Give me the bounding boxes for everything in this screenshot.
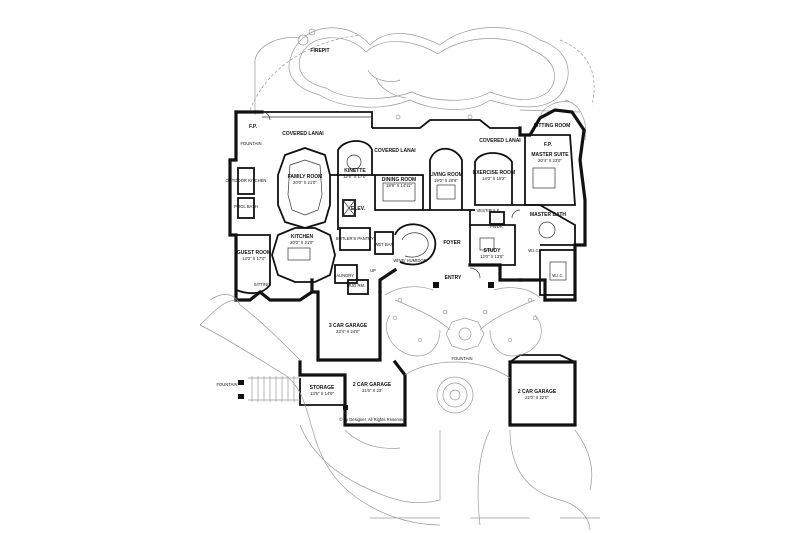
label-butlers-pantry: BUTLER'S PANTRY xyxy=(336,236,374,241)
label-outdoor-kitchen: OUTDOOR KITCHEN xyxy=(226,178,267,183)
label-pwdr: PWDR. xyxy=(490,224,504,229)
dims-guest-room: 13'0" X 17'0" xyxy=(242,256,266,261)
label-fp-right: F.P. xyxy=(544,142,553,148)
label-family-room: FAMILY ROOM xyxy=(288,174,323,180)
label-guest-room: GUEST ROOM xyxy=(237,250,271,256)
label-wic-master: W.I.C. xyxy=(528,248,539,253)
label-master-suite: MASTER SUITE xyxy=(531,152,569,158)
dims-family-room: 20'0" X 21'0" xyxy=(293,180,317,185)
label-fountain-court: FOUNTAIN xyxy=(451,356,472,361)
label-kinette: KINETTE xyxy=(344,168,366,174)
dims-master-suite: 20'4" X 23'0" xyxy=(538,158,562,163)
dims-dining-room: 18'8" X 14'11" xyxy=(386,183,412,188)
label-2-car-garage-left: 2 CAR GARAGE xyxy=(353,382,392,388)
label-mud-rm: MUD RM. xyxy=(347,283,365,288)
dims-living-room: 19'0" X 20'6" xyxy=(434,178,458,183)
label-kitchen: KITCHEN xyxy=(291,234,314,240)
label-covered-lanai-center: COVERED LANAI xyxy=(374,148,416,154)
label-firepit: FIREPIT xyxy=(310,48,329,54)
label-fp-left: F.P. xyxy=(249,124,258,130)
driveway xyxy=(199,294,600,531)
dims-study: 12'0" X 13'6" xyxy=(480,254,504,259)
label-vestibule: VESTIBULE xyxy=(476,208,499,213)
dims-kinette: 12'6" X 17'0" xyxy=(343,174,367,179)
label-fountain-lanai: FOUNTAIN xyxy=(240,141,261,146)
label-wine-humidor: WINE/ HUMIDOR xyxy=(393,258,426,263)
label-sitting-room-top: SITTING ROOM xyxy=(534,123,571,129)
label-master-bath: MASTER BATH xyxy=(530,212,566,218)
label-study: STUDY xyxy=(484,248,502,254)
dims-kitchen: 20'0" X 21'0" xyxy=(290,240,314,245)
label-3-car-garage: 3 CAR GARAGE xyxy=(329,323,368,329)
label-laundry: LAUNDRY xyxy=(334,273,354,278)
label-covered-lanai-right: COVERED LANAI xyxy=(479,138,521,144)
dims-exercise-room: 14'0" X 16'2" xyxy=(482,176,506,181)
dims-3-car-garage: 23'4" X 24'0" xyxy=(336,329,360,334)
label-wet-bar: WET BAR xyxy=(374,242,393,247)
label-foyer: FOYER xyxy=(443,240,461,246)
dims-2-car-garage-right: 22'0" X 22'0" xyxy=(525,395,549,400)
label-covered-lanai-left: COVERED LANAI xyxy=(282,131,324,137)
label-dining-room: DINING ROOM xyxy=(382,177,416,183)
label-elev: ELEV. xyxy=(351,206,366,212)
dims-storage: 13'6" X 14'0" xyxy=(310,391,334,396)
interior-walls xyxy=(235,111,576,296)
label-wic-second: W.I.C. xyxy=(552,273,563,278)
pool-and-landscape xyxy=(249,27,595,141)
label-storage: STORAGE xyxy=(310,385,335,391)
label-sitting: SITTING xyxy=(254,282,271,287)
label-entry: ENTRY xyxy=(445,275,462,281)
copyright-notice: © by Designer, All Rights Reserved xyxy=(339,417,405,422)
label-exercise-room: EXERCISE ROOM xyxy=(473,170,515,176)
label-pool-bath: POOL BATH xyxy=(234,204,258,209)
label-2-car-garage-right: 2 CAR GARAGE xyxy=(518,389,557,395)
label-fountain-left: FOUNTAIN xyxy=(216,382,237,387)
label-living-room: LIVING ROOM xyxy=(429,172,463,178)
label-up: UP xyxy=(370,268,376,273)
dims-2-car-garage-left: 21'6" X 23' xyxy=(362,388,382,393)
room-labels: FIREPIT SITTING ROOM F.P. FOUNTAIN COVER… xyxy=(216,48,570,422)
